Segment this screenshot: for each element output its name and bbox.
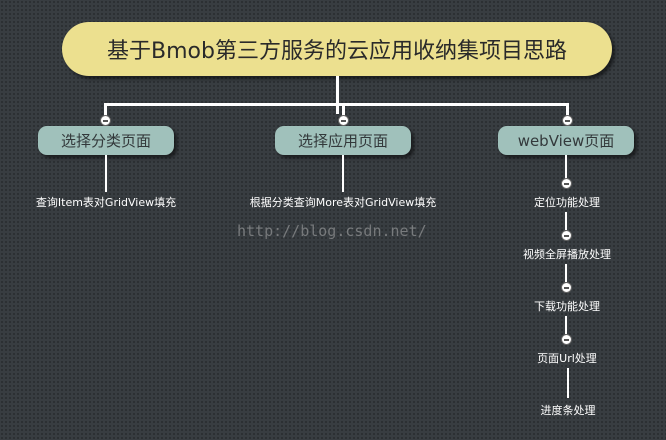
topic-webview-page[interactable]: webView页面 xyxy=(498,126,634,155)
connector xyxy=(565,212,567,230)
collapse-icon[interactable] xyxy=(561,178,572,189)
connector xyxy=(565,316,567,334)
collapse-icon[interactable] xyxy=(562,115,573,126)
connector xyxy=(104,103,569,106)
subtopic[interactable]: 页面Url处理 xyxy=(537,352,597,365)
subtopic[interactable]: 进度条处理 xyxy=(540,404,596,417)
subtopic[interactable]: 根据分类查询More表对GridView填充 xyxy=(249,196,437,209)
collapse-icon[interactable] xyxy=(561,334,572,345)
collapse-icon[interactable] xyxy=(338,115,349,126)
connector xyxy=(566,103,569,118)
connector xyxy=(565,264,567,282)
collapse-icon[interactable] xyxy=(100,115,111,126)
topic-category-page[interactable]: 选择分类页面 xyxy=(38,126,174,155)
connector xyxy=(336,76,339,114)
connector xyxy=(342,103,345,118)
connector xyxy=(567,368,569,398)
connector xyxy=(342,155,344,192)
subtopic[interactable]: 视频全屏播放处理 xyxy=(523,248,611,261)
connector xyxy=(565,155,567,181)
subtopic[interactable]: 定位功能处理 xyxy=(534,196,600,209)
topic-label: 选择分类页面 xyxy=(60,132,151,150)
topic-label: webView页面 xyxy=(517,132,615,150)
collapse-icon[interactable] xyxy=(561,230,572,241)
subtopic[interactable]: 查询Item表对GridView填充 xyxy=(35,196,177,209)
watermark: http://blog.csdn.net/ xyxy=(237,222,427,240)
subtopic[interactable]: 下载功能处理 xyxy=(534,300,600,313)
connector xyxy=(105,155,107,192)
collapse-icon[interactable] xyxy=(561,282,572,293)
topic-label: 选择应用页面 xyxy=(297,132,388,150)
root-label: 基于Bmob第三方服务的云应用收纳集项目思路 xyxy=(107,39,567,64)
root-topic[interactable]: 基于Bmob第三方服务的云应用收纳集项目思路 xyxy=(62,22,612,76)
connector xyxy=(104,103,107,118)
topic-app-page[interactable]: 选择应用页面 xyxy=(275,126,411,155)
